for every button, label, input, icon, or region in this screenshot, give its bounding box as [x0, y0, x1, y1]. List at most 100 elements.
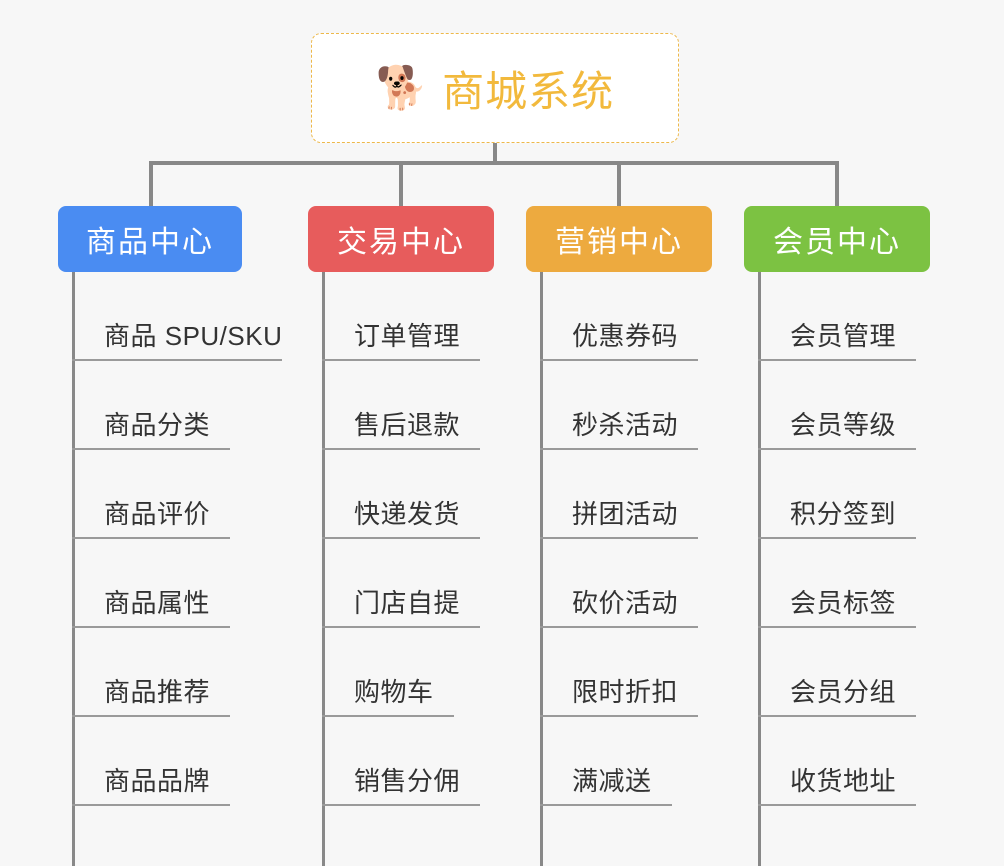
leaf-item[interactable]: 售后退款 — [308, 361, 540, 450]
leaf-item[interactable]: 会员分组 — [744, 628, 976, 717]
leaf-item[interactable]: 门店自提 — [308, 539, 540, 628]
branch-header-label: 商品中心 — [86, 226, 214, 259]
leaf-label: 优惠券码 — [572, 321, 679, 351]
branch-drop-connector-4 — [835, 161, 839, 206]
leaf-label: 商品品牌 — [104, 766, 211, 796]
branch-header-trade-center[interactable]: 交易中心 — [308, 206, 494, 272]
leaf-underline — [72, 448, 230, 450]
leaf-item[interactable]: 砍价活动 — [526, 539, 758, 628]
leaf-underline — [72, 804, 230, 806]
leaf-underline — [322, 537, 480, 539]
leaf-label: 会员标签 — [790, 588, 897, 618]
leaf-item[interactable]: 订单管理 — [308, 272, 540, 361]
leaf-list-product-center: 商品 SPU/SKU 商品分类 商品评价 商品属性 商品推荐 商品品牌 — [58, 272, 290, 866]
leaf-underline — [758, 448, 916, 450]
leaf-spine — [72, 272, 75, 866]
leaf-underline — [72, 626, 230, 628]
leaf-list-marketing-center: 优惠券码 秒杀活动 拼团活动 砍价活动 限时折扣 满减送 — [526, 272, 758, 866]
leaf-label: 会员分组 — [790, 677, 897, 707]
leaf-label: 门店自提 — [354, 588, 461, 618]
leaf-label: 商品属性 — [104, 588, 211, 618]
leaf-label: 会员等级 — [790, 410, 897, 440]
leaf-item[interactable]: 销售分佣 — [308, 717, 540, 806]
leaf-item[interactable]: 商品 SPU/SKU — [58, 272, 290, 361]
leaf-underline — [322, 448, 480, 450]
leaf-underline — [322, 626, 480, 628]
leaf-list-member-center: 会员管理 会员等级 积分签到 会员标签 会员分组 收货地址 — [744, 272, 976, 866]
leaf-underline — [540, 448, 698, 450]
leaf-underline — [758, 804, 916, 806]
leaf-underline — [540, 359, 698, 361]
leaf-label: 商品评价 — [104, 499, 211, 529]
branch-drop-connector-2 — [399, 161, 403, 206]
leaf-label: 售后退款 — [354, 410, 461, 440]
leaf-label: 砍价活动 — [572, 588, 679, 618]
leaf-label: 商品推荐 — [104, 677, 211, 707]
leaf-label: 限时折扣 — [572, 677, 679, 707]
leaf-label: 会员管理 — [790, 321, 897, 351]
leaf-underline — [72, 359, 282, 361]
branch-header-label: 会员中心 — [773, 226, 901, 259]
leaf-item[interactable]: 会员等级 — [744, 361, 976, 450]
leaf-underline — [758, 626, 916, 628]
leaf-underline — [540, 537, 698, 539]
branch-column-trade-center: 交易中心 订单管理 售后退款 快递发货 门店自提 购物车 — [308, 206, 540, 866]
leaf-label: 商品 SPU/SKU — [104, 321, 283, 351]
leaf-underline — [540, 626, 698, 628]
leaf-item[interactable]: 商品分类 — [58, 361, 290, 450]
leaf-item[interactable]: 优惠券码 — [526, 272, 758, 361]
branch-column-product-center: 商品中心 商品 SPU/SKU 商品分类 商品评价 商品属性 商品推荐 — [58, 206, 290, 866]
leaf-underline — [758, 715, 916, 717]
leaf-label: 订单管理 — [354, 321, 461, 351]
branch-header-label: 交易中心 — [337, 226, 465, 259]
mindmap-canvas: 🐕 商城系统 商品中心 商品 SPU/SKU 商品分类 商品评价 — [58, 33, 976, 866]
leaf-item[interactable]: 会员管理 — [744, 272, 976, 361]
branch-header-member-center[interactable]: 会员中心 — [744, 206, 930, 272]
leaf-item[interactable]: 满减送 — [526, 717, 758, 806]
leaf-underline — [758, 359, 916, 361]
leaf-item[interactable]: 拼团活动 — [526, 450, 758, 539]
leaf-underline — [72, 537, 230, 539]
leaf-label: 购物车 — [354, 677, 434, 707]
leaf-underline — [322, 715, 454, 717]
branch-column-member-center: 会员中心 会员管理 会员等级 积分签到 会员标签 会员分组 — [744, 206, 976, 866]
leaf-item[interactable]: 商品评价 — [58, 450, 290, 539]
leaf-label: 销售分佣 — [354, 766, 461, 796]
leaf-item[interactable]: 会员标签 — [744, 539, 976, 628]
branch-drop-connector-3 — [617, 161, 621, 206]
leaf-underline — [322, 359, 480, 361]
leaf-label: 快递发货 — [354, 499, 461, 529]
leaf-spine — [540, 272, 543, 866]
shiba-dog-face-icon: 🐕 — [375, 64, 429, 111]
leaf-label: 拼团活动 — [572, 499, 679, 529]
branch-column-marketing-center: 营销中心 优惠券码 秒杀活动 拼团活动 砍价活动 限时折扣 — [526, 206, 758, 866]
root-stem-connector — [493, 143, 497, 165]
leaf-underline — [322, 804, 480, 806]
leaf-item[interactable]: 收货地址 — [744, 717, 976, 806]
leaf-underline — [540, 715, 698, 717]
leaf-item[interactable]: 购物车 — [308, 628, 540, 717]
branch-header-product-center[interactable]: 商品中心 — [58, 206, 242, 272]
branch-header-label: 营销中心 — [555, 226, 683, 259]
branch-header-marketing-center[interactable]: 营销中心 — [526, 206, 712, 272]
leaf-item[interactable]: 限时折扣 — [526, 628, 758, 717]
leaf-spine — [322, 272, 325, 866]
leaf-label: 积分签到 — [790, 499, 897, 529]
leaf-list-trade-center: 订单管理 售后退款 快递发货 门店自提 购物车 销售分佣 — [308, 272, 540, 866]
leaf-underline — [758, 537, 916, 539]
leaf-item[interactable]: 积分签到 — [744, 450, 976, 539]
leaf-item[interactable]: 快递发货 — [308, 450, 540, 539]
leaf-underline — [540, 804, 672, 806]
branch-bus-connector — [151, 161, 839, 165]
root-node[interactable]: 🐕 商城系统 — [311, 33, 679, 143]
root-title: 商城系统 — [442, 67, 615, 115]
leaf-label: 商品分类 — [104, 410, 211, 440]
leaf-label: 满减送 — [572, 766, 652, 796]
leaf-label: 秒杀活动 — [572, 410, 679, 440]
leaf-item[interactable]: 商品品牌 — [58, 717, 290, 806]
leaf-item[interactable]: 商品推荐 — [58, 628, 290, 717]
leaf-item[interactable]: 秒杀活动 — [526, 361, 758, 450]
leaf-spine — [758, 272, 761, 866]
leaf-item[interactable]: 商品属性 — [58, 539, 290, 628]
branch-drop-connector-1 — [149, 161, 153, 206]
